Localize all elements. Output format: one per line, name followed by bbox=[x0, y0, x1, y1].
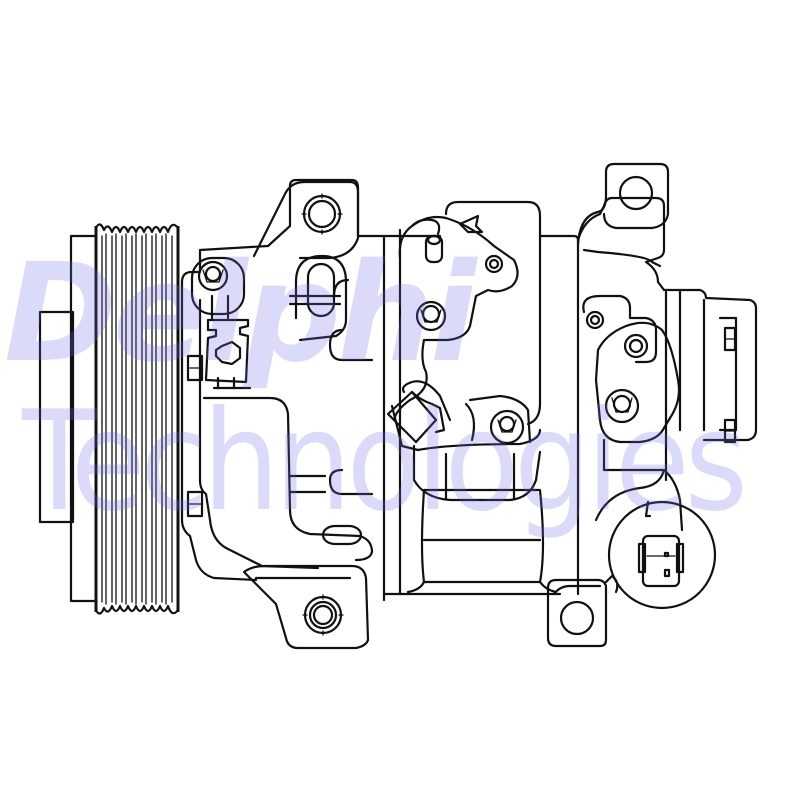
sensor-bracket bbox=[206, 320, 250, 388]
clutch-hub bbox=[40, 236, 96, 601]
rear-head-cover bbox=[446, 202, 540, 424]
center-lower-bolt bbox=[466, 396, 530, 443]
mounting-ear-top-left bbox=[254, 182, 358, 258]
rear-port-boss bbox=[583, 296, 656, 362]
discharge-fitting bbox=[388, 381, 450, 450]
suction-port bbox=[394, 217, 518, 420]
upper-left-bolt bbox=[192, 258, 244, 318]
rear-plate bbox=[596, 323, 679, 442]
mounting-ear-bottom-left bbox=[244, 566, 368, 648]
pulley bbox=[96, 224, 178, 613]
front-housing bbox=[182, 180, 384, 600]
mounting-ear-top-right bbox=[578, 164, 668, 266]
electrical-connector bbox=[596, 440, 715, 608]
center-body bbox=[384, 230, 578, 594]
front-panel bbox=[204, 280, 372, 560]
slotted-boss bbox=[296, 256, 346, 340]
mounting-ear-bottom-right bbox=[548, 576, 617, 646]
